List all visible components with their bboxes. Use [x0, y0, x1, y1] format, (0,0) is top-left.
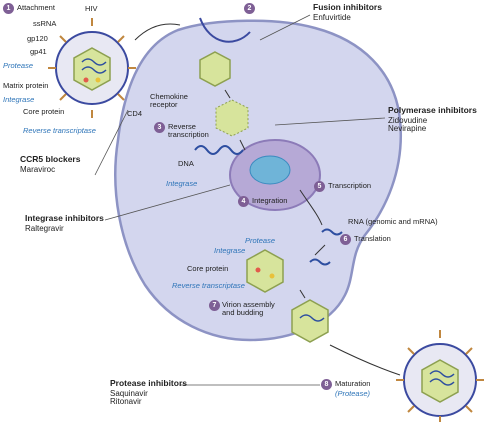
- step-badge-1: 1: [3, 3, 14, 14]
- step-badge-5: 5: [314, 181, 325, 192]
- integrase-cell-label: Integrase: [214, 246, 246, 255]
- integrase-inhibitors-names: Raltegravir: [25, 224, 64, 233]
- step-badge-2: 2: [244, 3, 255, 14]
- entering-capsid: [199, 51, 231, 87]
- protease-label: Protease: [3, 61, 34, 70]
- protease-cell-label: Protease: [245, 236, 276, 245]
- polymerase-inhibitors-names: Zidovudine Nevirapine: [388, 116, 428, 134]
- maturation-protease: (Protease): [335, 389, 371, 398]
- budding-virion: [291, 299, 329, 343]
- core-protein-label: Core protein: [23, 107, 65, 116]
- fusion-inhibitors-names: Enfuvirtide: [313, 13, 351, 22]
- step-badge-7: 7: [209, 300, 220, 311]
- step-label-translation: Translation: [354, 234, 391, 243]
- step-label-transcription: Transcription: [328, 181, 372, 190]
- hiv-label: HIV: [85, 4, 98, 13]
- dna-label: DNA: [178, 159, 194, 168]
- step-badge-3: 3: [154, 122, 165, 133]
- fusion-membrane: [199, 17, 251, 43]
- hiv-virion-free: [48, 18, 136, 118]
- protease-inhibitors-title: Protease inhibitors: [110, 378, 187, 388]
- step-badge-6: 6: [340, 234, 351, 245]
- viral-rna: [321, 228, 343, 236]
- nucleolus: [249, 155, 291, 185]
- fusion-inhibitors-title: Fusion inhibitors: [313, 2, 382, 12]
- reverse-transcriptase-cell-label: Reverse transcriptase: [172, 281, 245, 290]
- step-badge-8: 8: [321, 379, 332, 390]
- step-label-integration: Integration: [252, 196, 288, 205]
- gp41-label: gp41: [30, 47, 47, 56]
- integrase-small-label: Integrase: [166, 179, 198, 188]
- step-label-maturation: Maturation: [335, 379, 371, 388]
- core-protein-cell-label: Core protein: [187, 264, 229, 273]
- cd4-label: CD4: [127, 109, 143, 118]
- chemokine-receptor-label: Chemokine receptor: [150, 92, 188, 109]
- ssrna-label: ssRNA: [33, 19, 57, 28]
- rna-label: RNA (genomic and mRNA): [348, 217, 438, 226]
- ccr5-blockers-names: Maraviroc: [20, 165, 56, 174]
- viral-rna-2: [309, 258, 331, 266]
- step-label-reverse-transcription: Reverse transcription: [168, 122, 209, 139]
- assembly-capsid: [246, 249, 284, 293]
- protease-inhibitors-names: Saquinavir Ritonavir: [110, 389, 148, 407]
- gp120-label: gp120: [27, 34, 48, 43]
- step-label-attachment: Attachment: [17, 3, 55, 12]
- step-label-virion-assembly: Virion assembly and budding: [222, 300, 275, 317]
- polymerase-inhibitors-title: Polymerase inhibitors: [388, 105, 477, 115]
- hiv-virion-mature: [396, 330, 484, 422]
- step-badge-4: 4: [238, 196, 249, 207]
- uncoating-capsid: [215, 99, 249, 137]
- viral-dna: [194, 145, 244, 155]
- ccr5-blockers-title: CCR5 blockers: [20, 154, 81, 164]
- integrase-inhibitors-title: Integrase inhibitors: [25, 213, 104, 223]
- integrase-label: Integrase: [3, 95, 35, 104]
- matrix-protein-label: Matrix protein: [3, 81, 49, 90]
- reverse-transcriptase-label: Reverse transcriptase: [23, 126, 96, 135]
